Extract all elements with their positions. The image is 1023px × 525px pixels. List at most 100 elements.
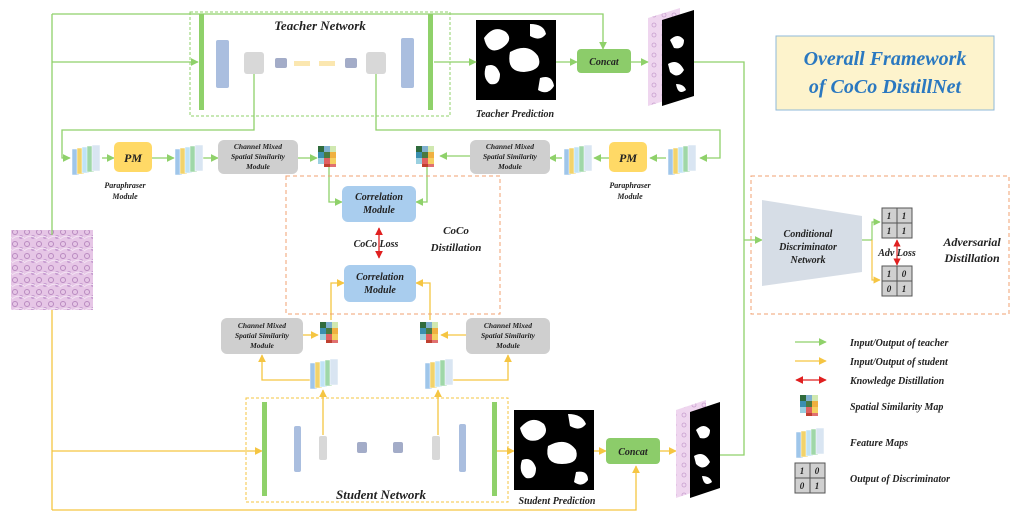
corr-s-line1: Correlation — [356, 272, 404, 283]
svg-text:1: 1 — [800, 466, 805, 476]
similarity-map-student-right — [420, 322, 438, 343]
legend-label-discriminator: Output of Discriminator — [850, 474, 950, 485]
pm-right-caption-1: Paraphraser — [609, 181, 651, 190]
cmss-module-student-right — [466, 318, 550, 354]
similarity-map-student-left — [320, 322, 338, 343]
teacher-layer-6 — [345, 58, 357, 68]
student-encoder-bar — [262, 402, 267, 496]
similarity-map-teacher-left — [318, 146, 336, 167]
teacher-concat-output — [648, 8, 694, 106]
feature-maps-student-left — [309, 358, 339, 390]
teacher-encoder-bar — [199, 14, 204, 110]
cmss-tl-line3: Module — [245, 162, 270, 171]
corr-t-line1: Correlation — [355, 192, 403, 203]
legend: Input/Output of teacher Input/Output of … — [794, 338, 950, 494]
legend-label-feature: Feature Maps — [849, 438, 908, 449]
svg-text:1: 1 — [815, 481, 820, 491]
svg-text:0: 0 — [887, 284, 892, 294]
svg-text:0: 0 — [902, 269, 907, 279]
discriminator-output-icon: 1 0 0 1 — [794, 462, 826, 494]
pm-left-caption-2: Module — [111, 192, 138, 201]
student-layer-3 — [357, 442, 367, 453]
feature-maps-teacher-right — [667, 144, 697, 176]
cmss-sl-line1: Channel Mixed — [238, 321, 286, 330]
cmss-sl-line2: Spatial Similarity — [235, 331, 290, 340]
overall-title-box — [775, 35, 995, 111]
input-image — [11, 230, 93, 310]
student-layer-5 — [432, 436, 440, 460]
teacher-layer-2 — [244, 52, 264, 74]
corr-t-line2: Module — [362, 205, 395, 216]
legend-label-similarity: Spatial Similarity Map — [850, 402, 943, 413]
discriminator-line3: Network — [790, 255, 826, 266]
cmss-sr-line3: Module — [495, 341, 520, 350]
cmss-module-teacher-left — [218, 140, 298, 174]
student-layer-4 — [393, 442, 403, 453]
feature-maps-teacher-left — [71, 144, 101, 176]
svg-text:1: 1 — [887, 269, 892, 279]
correlation-module-teacher — [342, 186, 416, 222]
svg-text:1: 1 — [887, 211, 892, 221]
student-network-title: Student Network — [336, 487, 426, 502]
teacher-layer-8 — [401, 38, 414, 88]
cmss-sr-line2: Spatial Similarity — [481, 331, 536, 340]
svg-text:1: 1 — [902, 211, 907, 221]
legend-label-teacher: Input/Output of teacher — [849, 338, 948, 349]
discriminator-line1: Conditional — [784, 229, 833, 240]
overall-title-line2: of CoCo DistillNet — [809, 76, 963, 98]
pm-right-caption-2: Module — [616, 192, 643, 201]
student-layer-2 — [319, 436, 327, 460]
feature-maps-student-right — [424, 358, 454, 390]
teacher-layer-3 — [275, 58, 287, 68]
student-prediction-mask — [514, 410, 594, 490]
feature-maps-icon — [795, 427, 825, 459]
cmss-module-student-left — [221, 318, 303, 354]
teacher-prediction-label: Teacher Prediction — [476, 109, 555, 120]
discriminator-output-student: 1 0 0 1 — [881, 265, 913, 297]
adversarial-distillation-line1: Adversarial — [942, 235, 1001, 249]
pm-left-label: PM — [124, 151, 142, 165]
correlation-module-student — [344, 265, 416, 302]
cmss-sr-line1: Channel Mixed — [484, 321, 532, 330]
svg-text:1: 1 — [887, 226, 892, 236]
coco-distillation-line1: CoCo — [443, 225, 469, 237]
student-layer-1 — [294, 426, 301, 472]
discriminator-line2: Discriminator — [778, 242, 837, 253]
cmss-module-teacher-right — [470, 140, 550, 174]
disc-to-teacher-output — [862, 218, 881, 241]
similarity-map-icon — [800, 395, 818, 416]
discriminator-shape — [762, 200, 862, 286]
pm-right-box — [609, 142, 647, 172]
legend-label-knowledge: Knowledge Distillation — [849, 376, 945, 387]
student-concat-output — [676, 400, 720, 498]
cmss-sl-line3: Module — [249, 341, 274, 350]
teacher-layer-4 — [294, 61, 310, 66]
corr-s-line2: Module — [363, 285, 396, 296]
svg-text:1: 1 — [902, 284, 907, 294]
adversarial-distillation-box — [750, 175, 1010, 315]
cmss-tr-line2: Spatial Similarity — [483, 152, 538, 161]
adv-loss-label: Adv Loss — [877, 248, 916, 259]
cmss-tl-line1: Channel Mixed — [234, 142, 282, 151]
teacher-flow-lines — [51, 13, 763, 456]
coco-distillation-line2: Distillation — [430, 242, 482, 254]
feature-maps-teacher-left-pm — [174, 144, 204, 176]
legend-label-student: Input/Output of student — [849, 357, 949, 368]
teacher-layer-7 — [366, 52, 386, 74]
similarity-map-teacher-right — [416, 146, 434, 167]
teacher-decoder-bar — [428, 14, 433, 110]
teacher-layer-1 — [216, 40, 229, 88]
student-network-box — [245, 397, 509, 503]
teacher-concat-box — [577, 49, 631, 73]
svg-text:0: 0 — [815, 466, 820, 476]
overall-title-line1: Overall Framework — [804, 48, 967, 70]
coco-loss-label: CoCo Loss — [354, 239, 399, 250]
svg-text:0: 0 — [800, 481, 805, 491]
cmss-tr-line3: Module — [497, 162, 522, 171]
adversarial-distillation-line2: Distillation — [943, 251, 1000, 265]
teacher-layer-5 — [319, 61, 335, 66]
discriminator-output-teacher: 1 1 1 1 — [881, 207, 913, 239]
coco-distillation-box — [285, 175, 501, 315]
teacher-network-box — [189, 11, 451, 117]
